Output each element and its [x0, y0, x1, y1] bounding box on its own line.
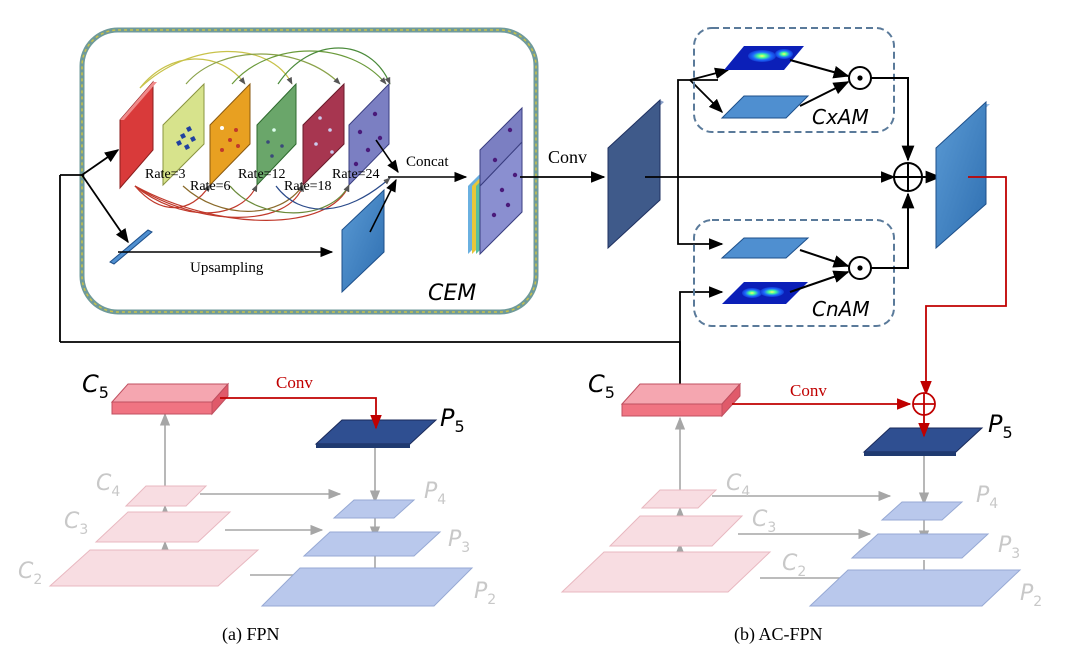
- acfpn-p2-label: P2: [1020, 581, 1042, 610]
- acfpn-caption: (b) AC-FPN: [734, 624, 823, 645]
- fpn-panel: Conv C5 P5 C4 C3 C2 P4 P3 P2 (a) FPN: [18, 370, 496, 645]
- acfpn-p4-block: [880, 501, 964, 521]
- acfpn-c4-label: C4: [726, 471, 750, 500]
- fpn-p5-label: P5: [440, 404, 465, 436]
- fpn-c3-label: C3: [64, 509, 88, 538]
- acfpn-panel: Conv C5 P5 C4 C3 C2 P4 P3 P2 (b) AC-FPN: [560, 370, 1042, 645]
- acfpn-p5-block: [862, 427, 984, 456]
- conv-top-label: Conv: [548, 147, 587, 167]
- acfpn-c2-block: [560, 551, 772, 593]
- cxam-heatmap: [724, 46, 804, 70]
- acfpn-c4-block: [640, 489, 718, 509]
- output-to-p5-path: [920, 176, 1007, 396]
- dense-connections: [134, 47, 391, 221]
- fpn-c4-block: [124, 485, 208, 507]
- fpn-c3-block: [94, 511, 232, 543]
- acfpn-p3-label: P3: [998, 533, 1020, 562]
- fpn-c2-block: [48, 549, 260, 587]
- rate-6-label: Rate=6: [190, 179, 231, 194]
- fpn-c4-label: C4: [96, 471, 120, 500]
- cxam-border: [693, 27, 895, 133]
- rate-12-label: Rate=12: [238, 167, 286, 182]
- cxam-title: CxAM: [812, 105, 869, 129]
- acfpn-p5-label: P5: [988, 410, 1013, 442]
- cem-input-arrows: [59, 149, 129, 342]
- cem-rate-12-slab: [256, 82, 297, 187]
- fpn-caption: (a) FPN: [222, 624, 280, 645]
- fpn-c2-label: C2: [18, 559, 42, 588]
- fpn-c5-block: [110, 382, 230, 416]
- acfpn-conv-label: Conv: [790, 381, 827, 400]
- fpn-conv-label: Conv: [276, 373, 313, 392]
- acfpn-c3-block: [608, 515, 744, 547]
- acfpn-c3-label: C3: [752, 507, 776, 536]
- sum-node: [871, 77, 942, 269]
- cem-rate-18-slab: [302, 82, 345, 187]
- acfpn-p2-block: [808, 569, 1022, 607]
- fpn-p4-label: P4: [424, 479, 446, 508]
- conv-feature-slab: [607, 98, 664, 250]
- acfpn-c5-label: C5: [588, 370, 615, 402]
- fpn-c5-label: C5: [82, 370, 109, 402]
- cnam-feature: [720, 237, 810, 259]
- concat-label: Concat: [406, 154, 449, 170]
- fpn-p2-label: P2: [474, 579, 496, 608]
- cnam-border: [693, 219, 895, 327]
- fpn-p4-block: [332, 499, 416, 519]
- cnam-title: CnAM: [812, 297, 870, 321]
- rate-24-label: Rate=24: [332, 167, 380, 182]
- acfpn-p4-label: P4: [976, 483, 998, 512]
- rate-3-label: Rate=3: [145, 167, 186, 182]
- fpn-p2-block: [260, 567, 474, 607]
- concat-stack: [468, 106, 523, 256]
- cem-rate-3-slab: [162, 82, 205, 187]
- upsampling-label: Upsampling: [190, 260, 264, 276]
- cem-title: CEM: [428, 281, 476, 306]
- cxam-module: CxAM: [693, 27, 895, 133]
- cem-input-slab: [119, 80, 157, 190]
- output-feature-slab: [935, 100, 990, 250]
- cem-module: Rate=3 Rate=6 Rate=12 Rate=18 Rate=24 Up…: [79, 27, 539, 315]
- cem-pool-slab: [109, 229, 153, 265]
- cem-rate-24-slab: [348, 82, 390, 187]
- cxam-feature: [720, 95, 810, 119]
- acfpn-c5-block: [620, 382, 742, 418]
- cem-rate-6-slab: [209, 82, 251, 187]
- cem-upsampled-slab: [341, 188, 385, 294]
- fpn-p5-block: [314, 419, 438, 448]
- rate-18-label: Rate=18: [284, 179, 332, 194]
- c5-to-cem-path: [60, 341, 681, 386]
- acfpn-c2-label: C2: [782, 551, 806, 580]
- fpn-p3-label: P3: [448, 527, 470, 556]
- cnam-heatmap: [722, 282, 808, 304]
- cnam-module: CnAM: [693, 219, 895, 327]
- fpn-p3-block: [302, 531, 442, 557]
- acfpn-p3-block: [850, 533, 990, 559]
